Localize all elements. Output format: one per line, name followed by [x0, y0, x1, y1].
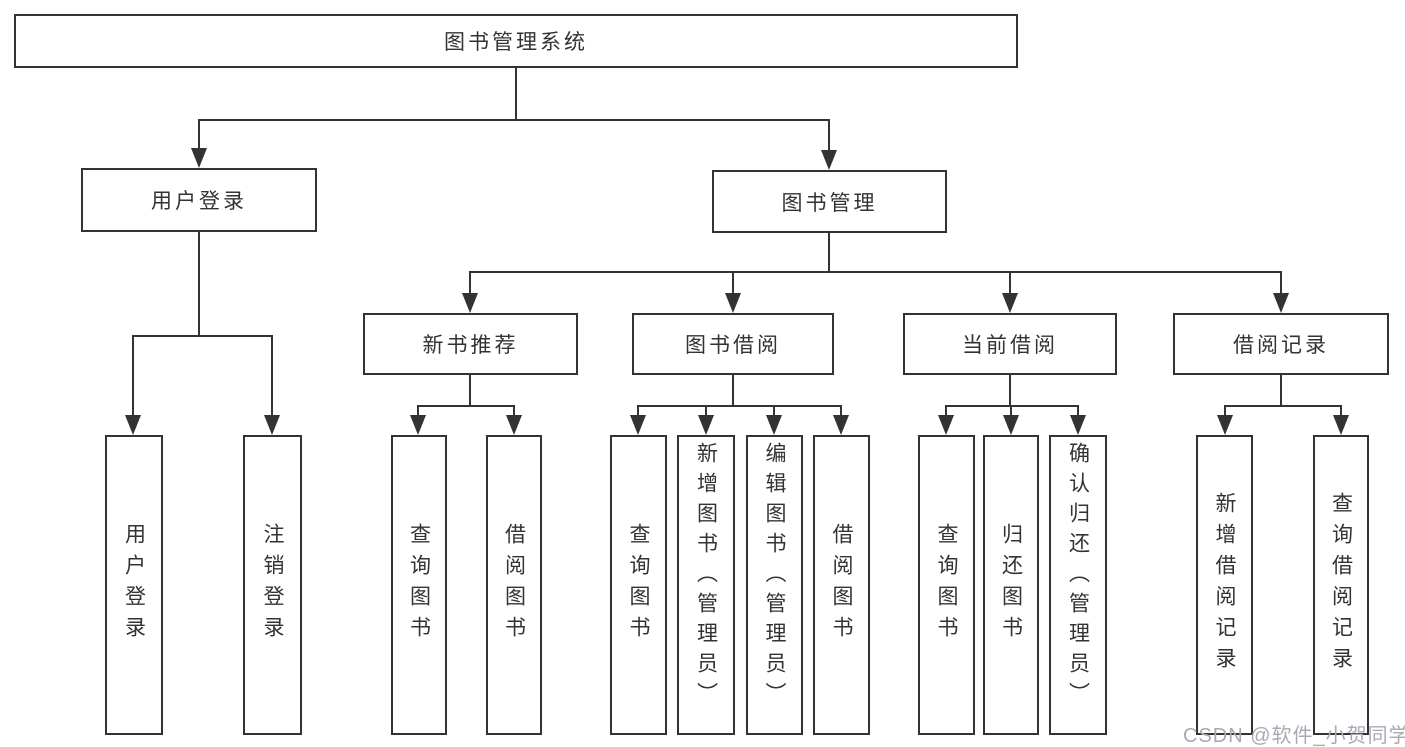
- connector-login-split: [132, 335, 273, 337]
- leaf-logout: 注销登录: [243, 435, 302, 735]
- leaf-edit-books-admin-label: 编辑图书（管理员）: [763, 442, 786, 712]
- connector-stub: [271, 335, 273, 417]
- leaf-query-books-2-label: 查询图书: [627, 523, 650, 647]
- connector-stub: [1010, 405, 1012, 417]
- arrowhead-down: [698, 415, 714, 435]
- node-user-login-label: 用户登录: [151, 190, 247, 213]
- connector-section-split: [1224, 405, 1342, 407]
- node-user-login: 用户登录: [81, 168, 317, 232]
- leaf-query-borrow-record-label: 查询借阅记录: [1329, 492, 1353, 678]
- leaf-logout-label: 注销登录: [261, 523, 284, 647]
- arrowhead-down: [1273, 293, 1289, 313]
- leaf-return-books: 归还图书: [983, 435, 1039, 735]
- node-borrow-records: 借阅记录: [1173, 313, 1389, 375]
- arrowhead-down: [125, 415, 141, 435]
- leaf-query-books-2: 查询图书: [610, 435, 667, 735]
- arrowhead-down: [630, 415, 646, 435]
- node-root-system: 图书管理系统: [14, 14, 1018, 68]
- connector-stub: [705, 405, 707, 417]
- connector-root-split: [198, 119, 830, 121]
- arrowhead-down: [725, 293, 741, 313]
- arrowhead-down: [1003, 415, 1019, 435]
- arrowhead-down: [821, 150, 837, 170]
- arrowhead-down: [1070, 415, 1086, 435]
- connector-section-split: [417, 405, 515, 407]
- arrowhead-down: [766, 415, 782, 435]
- arrowhead-down: [833, 415, 849, 435]
- leaf-query-books-3-label: 查询图书: [935, 523, 958, 647]
- arrowhead-down: [1217, 415, 1233, 435]
- arrowhead-down: [938, 415, 954, 435]
- connector-stub: [1280, 271, 1282, 295]
- leaf-confirm-return-admin: 确认归还（管理员）: [1049, 435, 1107, 735]
- arrowhead-down: [506, 415, 522, 435]
- connector-login-trunk: [198, 232, 200, 337]
- arrowhead-down: [1333, 415, 1349, 435]
- csdn-watermark: CSDN @软件_小贺同学: [1183, 725, 1405, 747]
- node-root-label: 图书管理系统: [444, 31, 588, 54]
- leaf-add-borrow-record: 新增借阅记录: [1196, 435, 1253, 735]
- connector-stub: [773, 405, 775, 417]
- leaf-borrow-books-1: 借阅图书: [486, 435, 542, 735]
- node-book-management-label: 图书管理: [781, 191, 878, 215]
- connector-mgmt-trunk: [828, 233, 830, 272]
- connector-mgmt-split: [469, 271, 1282, 273]
- connector-section-trunk: [469, 375, 471, 407]
- leaf-query-borrow-record: 查询借阅记录: [1313, 435, 1369, 735]
- node-book-borrow-label: 图书借阅: [685, 334, 781, 357]
- connector-stub: [840, 405, 842, 417]
- connector-stub: [132, 335, 134, 417]
- node-book-management: 图书管理: [712, 170, 947, 233]
- arrowhead-down: [1002, 293, 1018, 313]
- leaf-add-books-admin-label: 新增图书（管理员）: [694, 442, 718, 712]
- leaf-add-borrow-record-label: 新增借阅记录: [1213, 492, 1236, 678]
- connector-stub: [828, 119, 830, 152]
- leaf-edit-books-admin: 编辑图书（管理员）: [746, 435, 803, 735]
- node-current-borrow-label: 当前借阅: [962, 334, 1058, 357]
- arrowhead-down: [410, 415, 426, 435]
- arrowhead-down: [462, 293, 478, 313]
- connector-section-split: [945, 405, 1079, 407]
- connector-section-trunk: [732, 375, 734, 407]
- connector-stub: [198, 119, 200, 150]
- connector-section-trunk: [1280, 375, 1282, 407]
- leaf-query-books-1-label: 查询图书: [407, 523, 431, 647]
- connector-stub: [1340, 405, 1342, 417]
- connector-stub: [417, 405, 419, 417]
- connector-stub: [1009, 271, 1011, 295]
- connector-stub: [1224, 405, 1226, 417]
- leaf-borrow-books-1-label: 借阅图书: [502, 523, 526, 647]
- connector-stub: [513, 405, 515, 417]
- connector-stub: [1077, 405, 1079, 417]
- leaf-add-books-admin: 新增图书（管理员）: [677, 435, 735, 735]
- connector-stub: [732, 271, 734, 295]
- arrowhead-down: [191, 148, 207, 168]
- leaf-user-login: 用户登录: [105, 435, 163, 735]
- leaf-borrow-books-2-label: 借阅图书: [830, 523, 853, 647]
- leaf-borrow-books-2: 借阅图书: [813, 435, 870, 735]
- connector-root-trunk: [515, 68, 517, 121]
- connector-stub: [469, 271, 471, 295]
- leaf-user-login-label: 用户登录: [122, 523, 146, 647]
- leaf-return-books-label: 归还图书: [999, 523, 1023, 647]
- node-book-borrow: 图书借阅: [632, 313, 834, 375]
- connector-stub: [637, 405, 639, 417]
- node-current-borrow: 当前借阅: [903, 313, 1117, 375]
- node-new-book-recommend: 新书推荐: [363, 313, 578, 375]
- leaf-confirm-return-admin-label: 确认归还（管理员）: [1066, 442, 1090, 712]
- connector-section-trunk: [1009, 375, 1011, 407]
- leaf-query-books-1: 查询图书: [391, 435, 447, 735]
- leaf-query-books-3: 查询图书: [918, 435, 975, 735]
- node-new-book-recommend-label: 新书推荐: [422, 334, 519, 357]
- connector-stub: [945, 405, 947, 417]
- connector-section-split: [637, 405, 842, 407]
- node-borrow-records-label: 借阅记录: [1233, 334, 1329, 357]
- arrowhead-down: [264, 415, 280, 435]
